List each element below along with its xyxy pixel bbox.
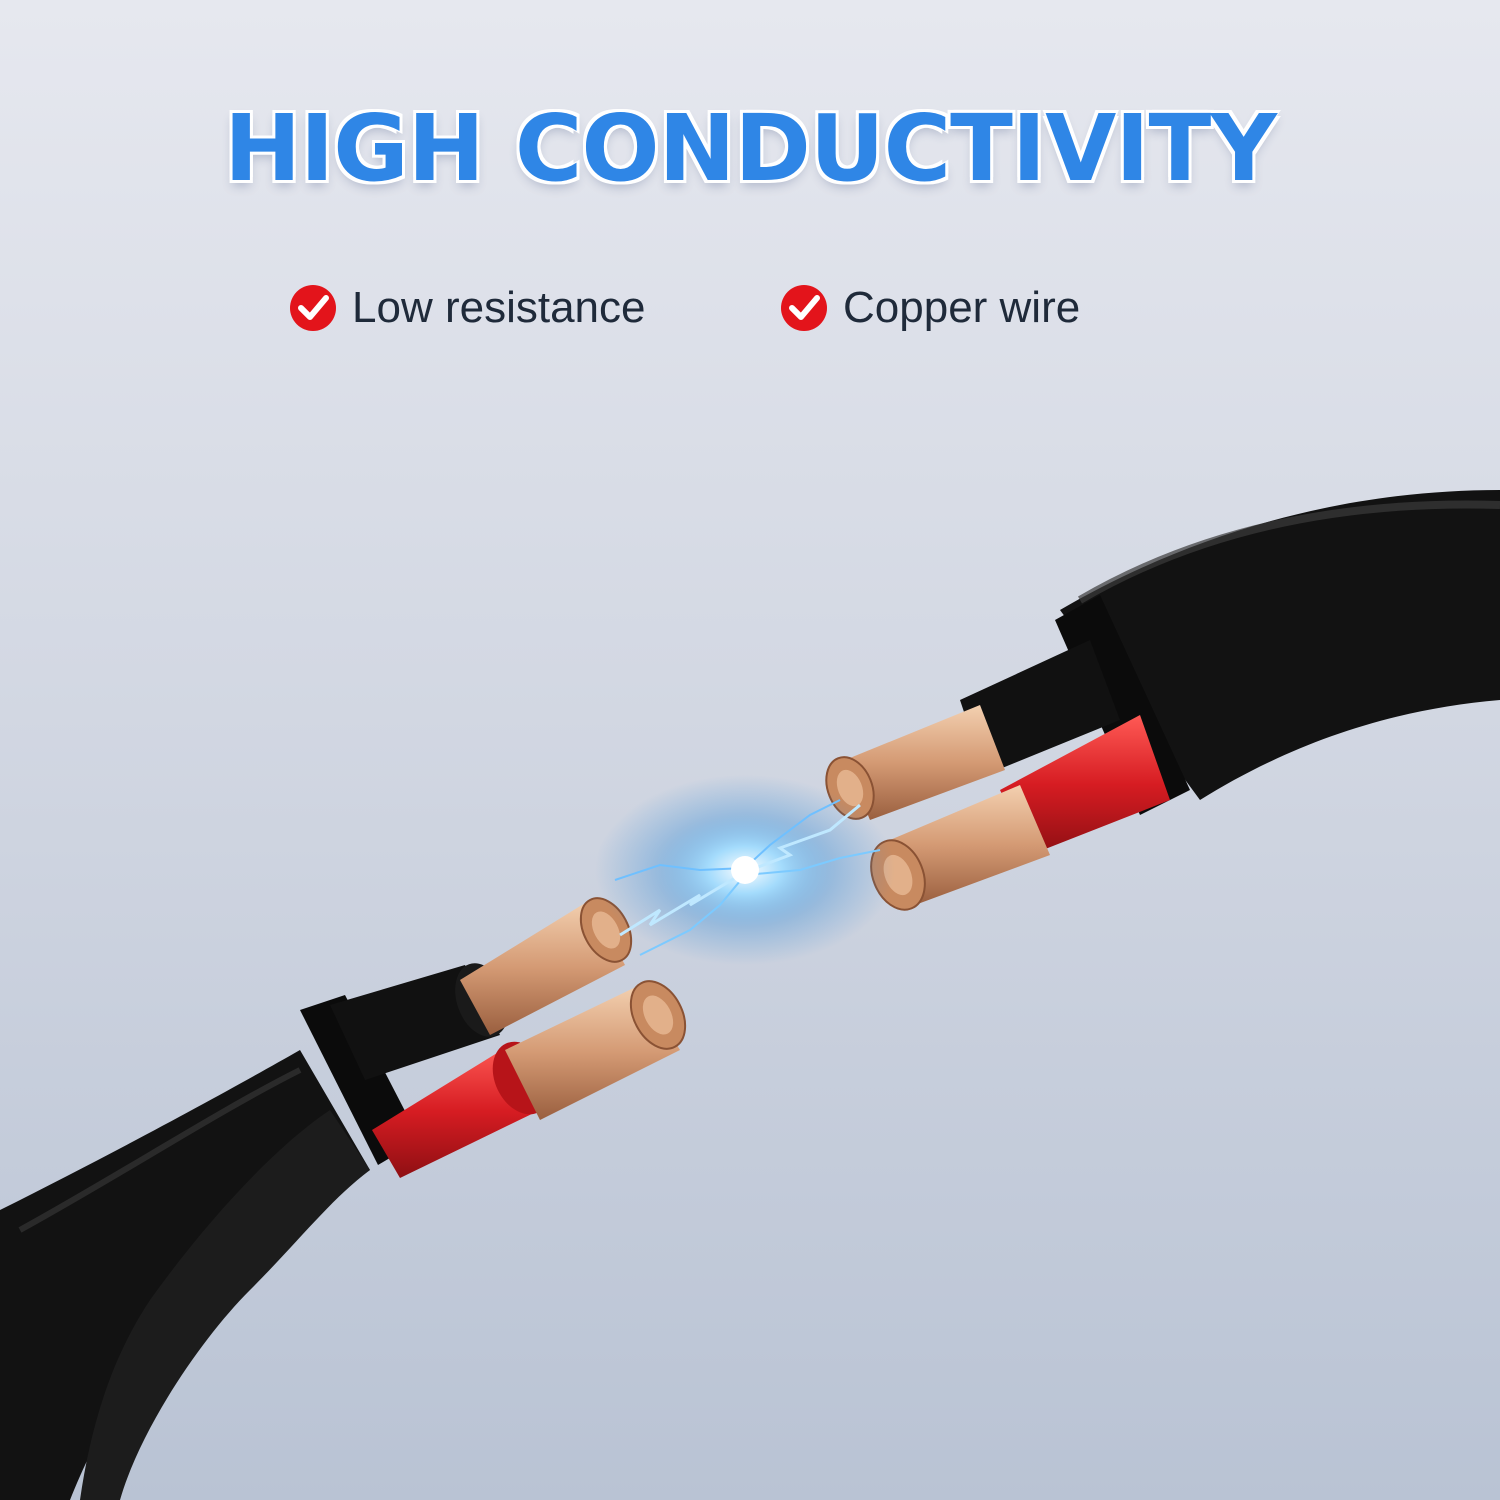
- feature-copper-wire: Copper wire: [779, 278, 1080, 338]
- feature-label: Low resistance: [352, 283, 646, 332]
- feature-label: Copper wire: [843, 283, 1081, 332]
- left-cable: [0, 963, 552, 1500]
- feature-low-resistance: Low resistance: [288, 278, 645, 338]
- red-check-circle-icon: [290, 285, 336, 331]
- feature-list: Low resistance Copper wire: [0, 278, 1500, 338]
- right-cable: [960, 490, 1500, 855]
- electric-spark: [595, 775, 895, 965]
- red-check-circle-icon: [781, 285, 827, 331]
- headline-title: HIGH CONDUCTIVITY: [224, 95, 1277, 202]
